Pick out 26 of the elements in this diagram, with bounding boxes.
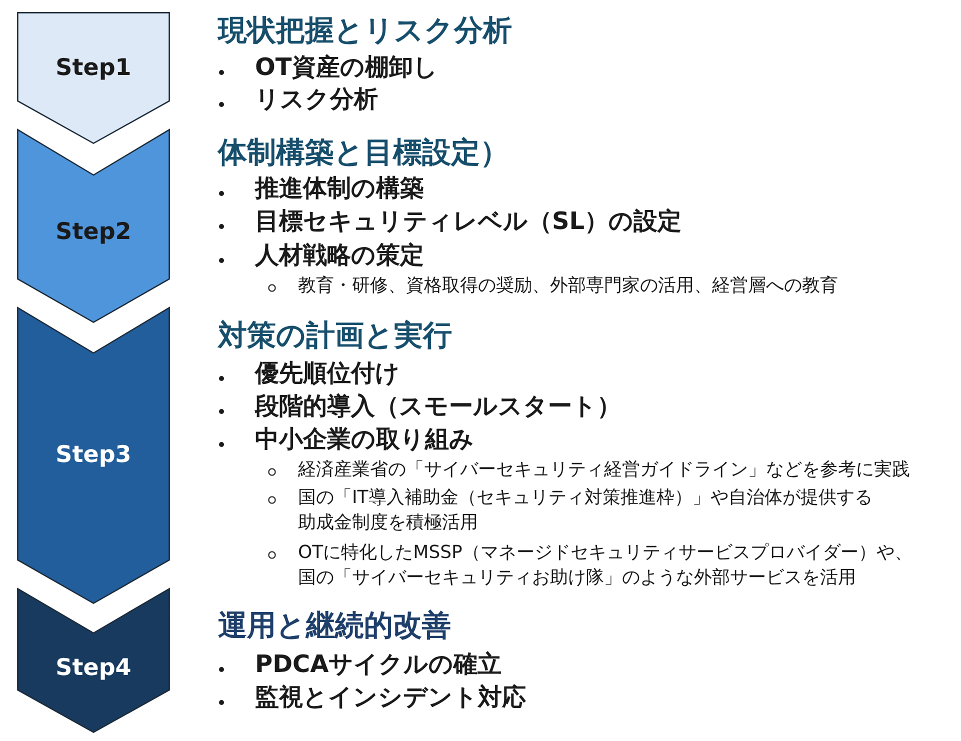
section-heading: 体制構築と目標設定） xyxy=(218,135,509,169)
step-banner xyxy=(17,588,170,733)
step-banner xyxy=(17,12,170,144)
list-item-text: 優先順位付け xyxy=(255,358,400,388)
list-item-text: 中小企業の取り組み xyxy=(255,424,474,454)
list-item-text: 監視とインシデント対応 xyxy=(255,682,526,712)
step-label: Step1 xyxy=(56,55,132,81)
sub-item-text: 経済産業省の「サイバーセキュリティ経営ガイドライン」などを参考に実践 xyxy=(298,458,910,482)
step-banner xyxy=(17,129,170,323)
sub-item-text: 教育・研修、資格取得の奨励、外部専門家の活用、経営層への教育 xyxy=(298,274,838,298)
section-heading: 運用と継続的改善 xyxy=(218,608,451,642)
list-item-text: 段階的導入（スモールスタート） xyxy=(255,391,621,421)
sub-item-text: 国の「IT導入補助金（セキュリティ対策推進枠）」や自治体が提供する助成金制度を積極活用 xyxy=(298,486,874,534)
list-item-text: 目標セキュリティレベル（SL）の設定 xyxy=(255,206,682,236)
step-label: Step2 xyxy=(56,219,132,245)
sub-item-text: OTに特化したMSSP（マネージドセキュリティサービスプロバイダー）や、国の「サイバーセキュリティお助け隊」のような外部サービスを活用 xyxy=(298,540,914,590)
step-banner xyxy=(17,307,170,604)
list-item-text: 推進体制の構築 xyxy=(255,173,424,203)
list-item-text: 人材戦略の策定 xyxy=(255,240,424,270)
step-label: Step4 xyxy=(56,655,132,681)
list-item-text: PDCAサイクルの確立 xyxy=(255,649,502,679)
section-heading: 現状把握とリスク分析 xyxy=(218,13,512,47)
list-item-text: リスク分析 xyxy=(255,84,378,114)
list-item-text: OT資産の棚卸し xyxy=(255,52,438,82)
step-label: Step3 xyxy=(56,442,132,468)
section-heading: 対策の計画と実行 xyxy=(218,318,452,352)
